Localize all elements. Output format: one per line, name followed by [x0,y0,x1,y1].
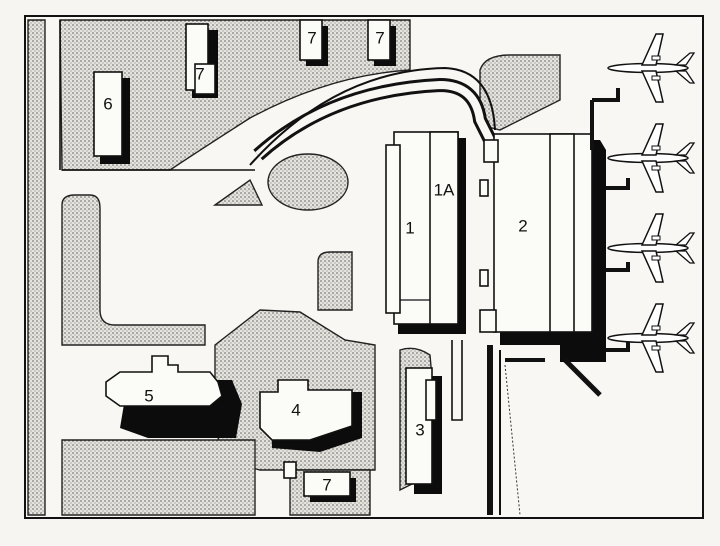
jet-bridges [563,88,630,397]
label-building-3: 3 [415,421,424,440]
label-building-6: 6 [103,95,112,114]
building-7-north-right[interactable]: 7 [367,19,396,66]
building-7-south[interactable]: 7 [283,461,356,502]
building-4[interactable]: 4 [259,379,362,452]
label-building-2: 2 [518,217,527,236]
building-5[interactable]: 5 [105,355,242,438]
building-7-north-middle[interactable]: 7 [299,19,328,66]
building-2-terminal[interactable]: 2 [479,133,606,362]
label-building-4: 4 [291,401,300,420]
label-building-7-south: 7 [322,476,331,495]
building-1-terminal[interactable]: 1 1A [385,131,466,334]
label-building-7-north-right: 7 [375,29,384,48]
access-road [59,20,497,171]
label-building-7-north-left: 7 [195,65,204,84]
building-6[interactable]: 6 [93,71,130,164]
building-3[interactable]: 3 [405,367,442,494]
building-7-north-left[interactable]: 7 [185,23,218,98]
label-building-5: 5 [144,387,153,406]
label-building-7-north-middle: 7 [307,29,316,48]
service-road [451,340,545,516]
label-building-1: 1 [405,219,414,238]
label-building-1a: 1A [434,181,455,200]
